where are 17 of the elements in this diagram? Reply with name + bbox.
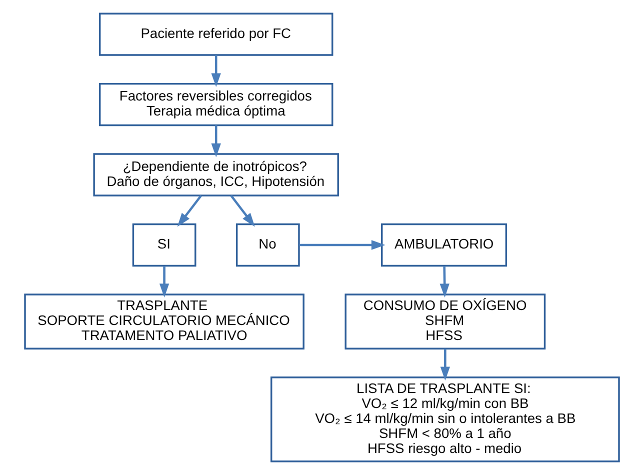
node-box: LISTA DE TRASPLANTE SI: VO₂ ≤ 12 ml/kg/min con BB VO₂ ≤ 14 ml/kg/min sin o intolerantes a BB SHFM < 80% a 1 año HFSS riesgo alto - medio <box>270 376 620 462</box>
arrow <box>440 266 450 297</box>
node-box: ¿Dependiente de inotrópicos? Daño de órganos, ICC, Hipotensión <box>93 152 339 196</box>
node-box: Factores reversibles corregidos Terapia médica óptima <box>98 82 334 126</box>
node-box: No <box>236 222 300 266</box>
arrow <box>159 266 170 297</box>
arrow <box>440 348 450 380</box>
arrow <box>230 194 255 226</box>
node-box: CONSUMO DE OXÍGENO SHFM HFSS <box>344 293 546 349</box>
node-box: AMBULATORIO <box>381 222 508 266</box>
node-box: SI <box>132 222 196 266</box>
node-box: TRASPLANTE SOPORTE CIRCULATORIO MECÁNICO TRATAMENTO PALIATIVO <box>24 293 304 349</box>
arrow <box>177 194 202 226</box>
arrow <box>211 124 221 157</box>
arrow <box>299 240 386 250</box>
node-box: Paciente referido por FC <box>98 12 334 56</box>
arrow <box>211 54 221 87</box>
